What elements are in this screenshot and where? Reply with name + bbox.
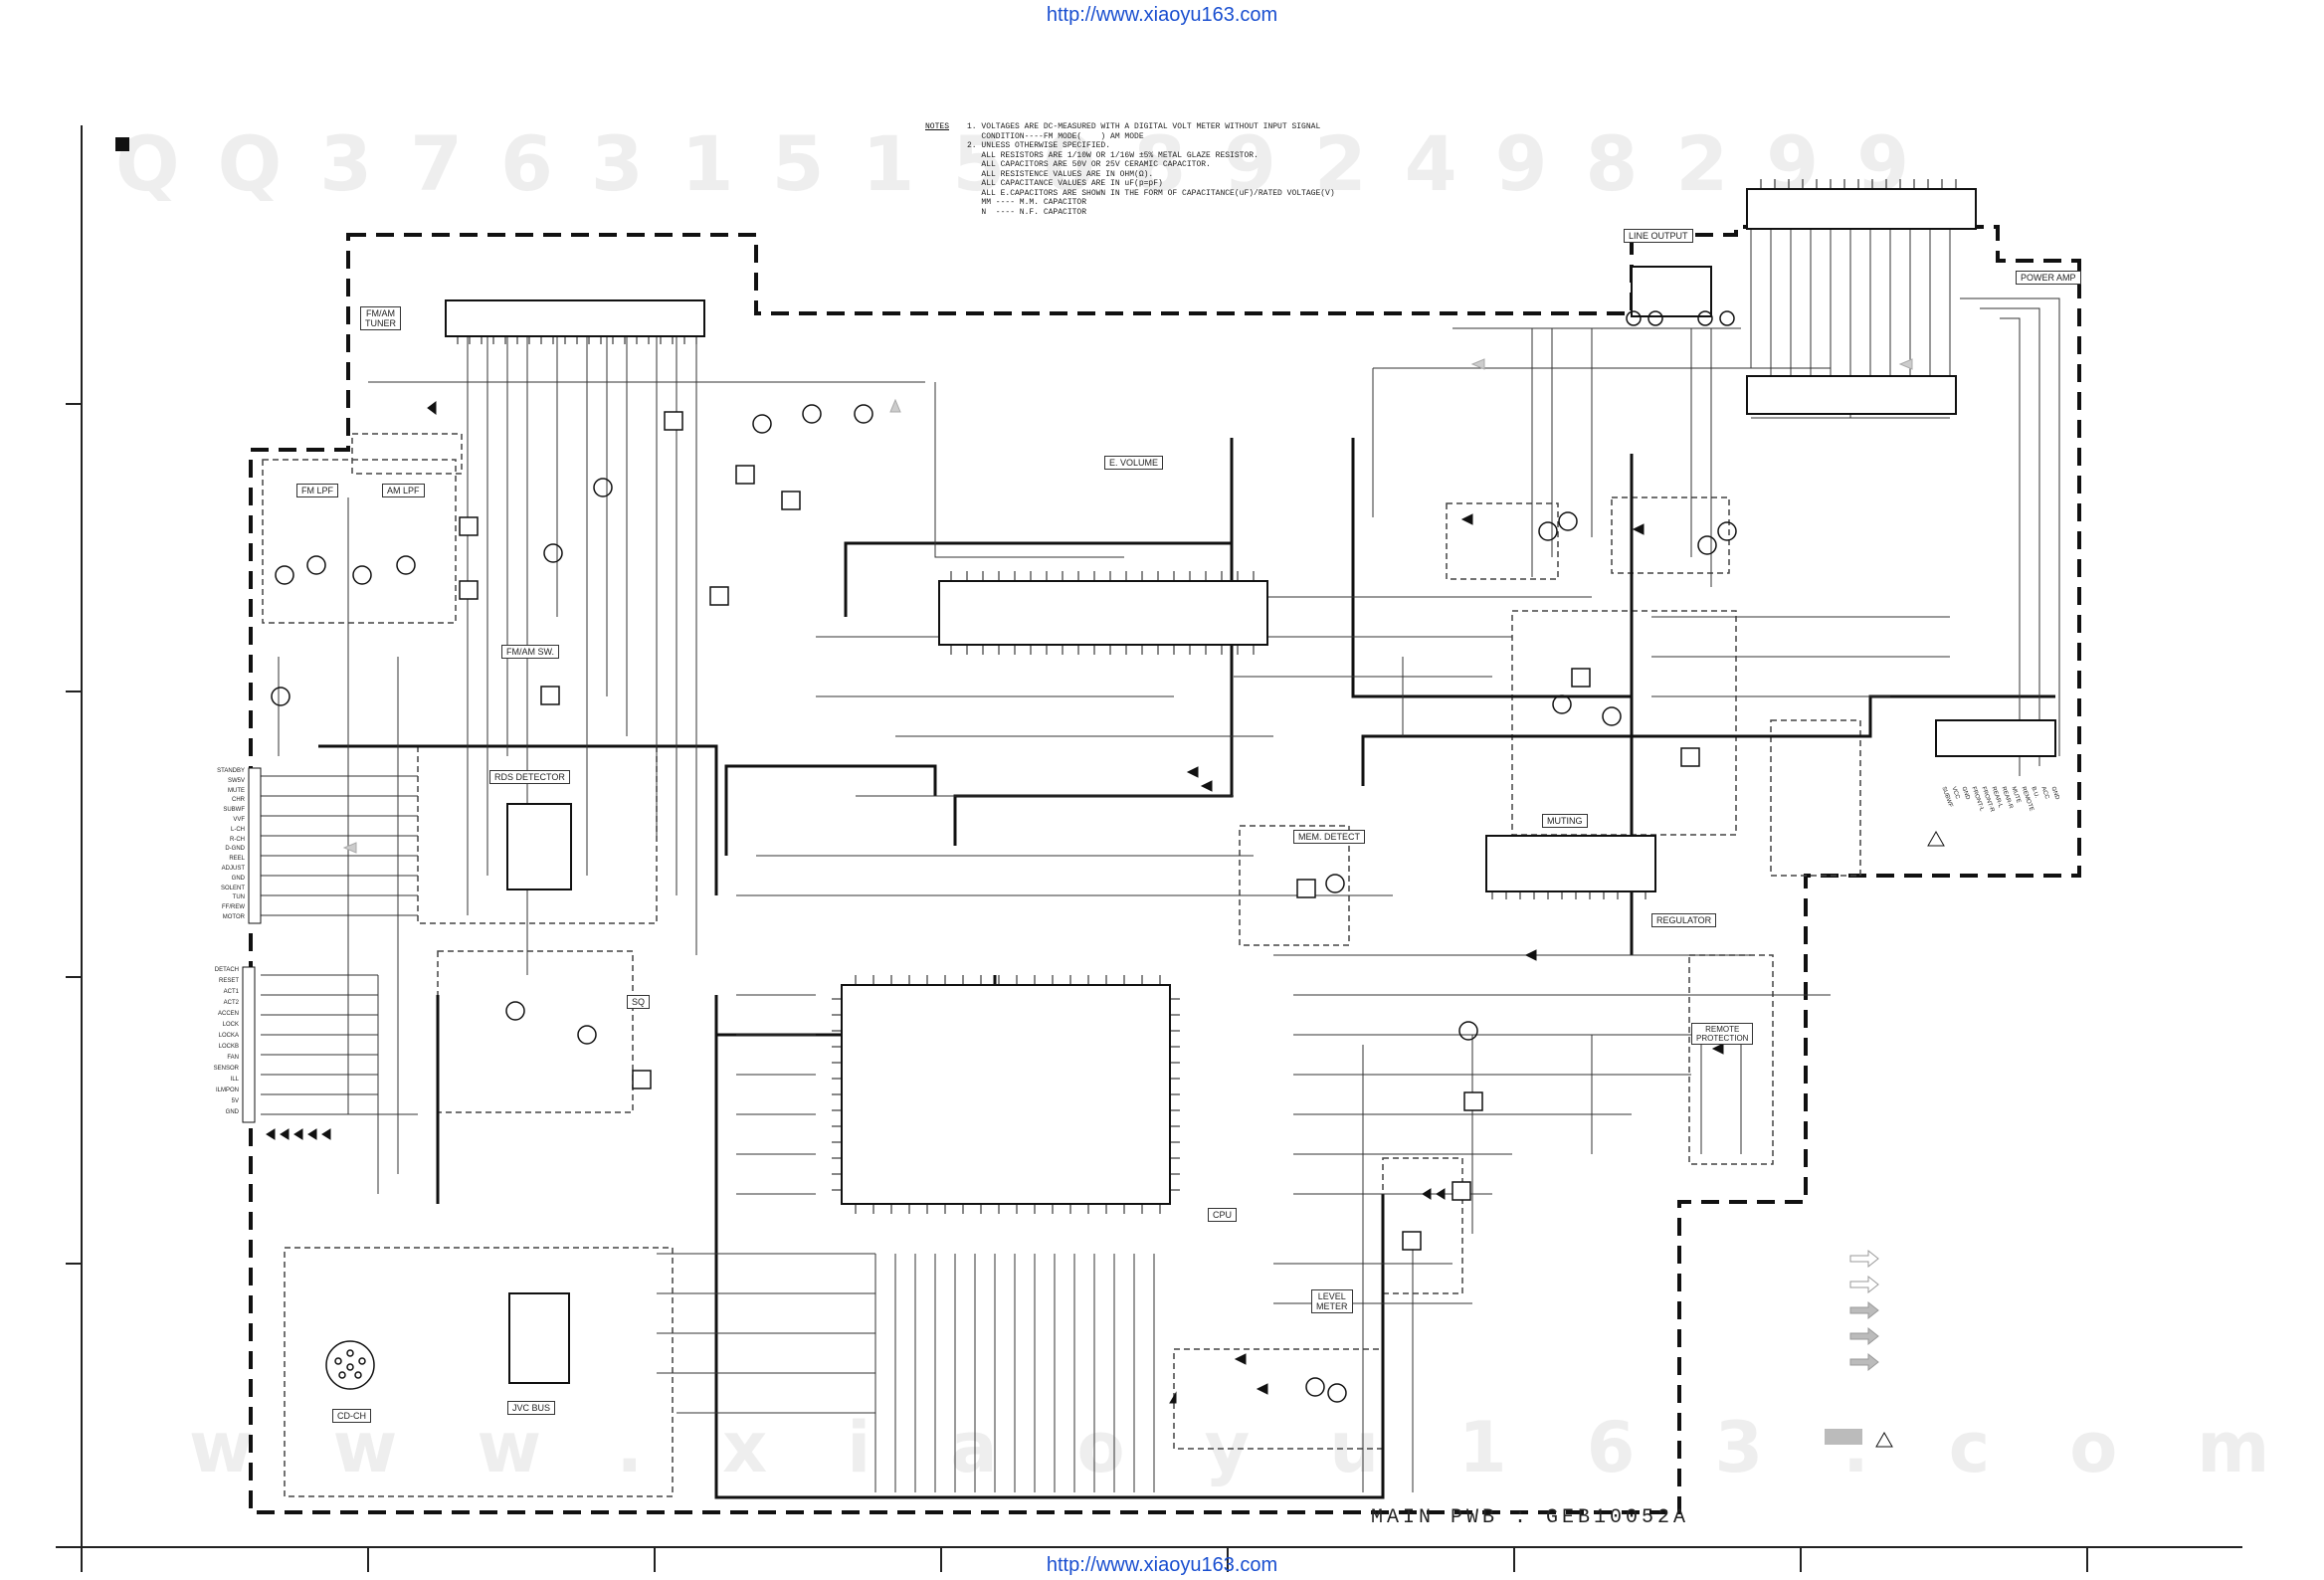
connector-pin-label: ACT2 <box>223 1000 239 1006</box>
connector-pin-label: DETACH <box>214 967 239 973</box>
connector-pin-label: RESET <box>218 978 239 984</box>
cpu-ic <box>841 984 1171 1205</box>
right-connector <box>1935 719 2056 757</box>
connector-pin-label: ILL <box>230 1077 239 1083</box>
notes-line: ALL RESISTORS ARE 1/10W OR 1/16W ±5% MET… <box>967 150 1259 160</box>
connector-pin-label: REEL <box>229 856 245 863</box>
header-url[interactable]: http://www.xiaoyu163.com <box>1046 4 1278 26</box>
connector-pin-label: ADJUST <box>221 866 245 872</box>
label-cpu: CPU <box>1208 1208 1238 1222</box>
power-amp-block <box>1746 375 1957 415</box>
wiring <box>261 229 2060 1492</box>
label-mem-detect: MEM. DETECT <box>1293 830 1365 844</box>
connector-pin-label: STANDBY <box>217 768 245 774</box>
connector-pin-label: LOCKB <box>218 1044 239 1050</box>
label-power-amp: POWER AMP <box>2016 271 2081 285</box>
regulator-ic <box>1485 835 1656 892</box>
power-amp-connector <box>1746 188 1977 230</box>
small-ics <box>459 411 1700 1251</box>
notes-line: ALL E.CAPACITORS ARE SHOWN IN THE FORM O… <box>967 188 1335 198</box>
label-e-volume: E. VOLUME <box>1104 456 1164 470</box>
label-fm-am-sw: FM/AM SW. <box>501 645 559 659</box>
line-output-jack <box>1631 266 1712 317</box>
pwb-outline <box>249 225 2081 1514</box>
label-am-lpf: AM LPF <box>382 484 425 497</box>
notes-line: MM ---- M.M. CAPACITOR <box>967 198 1087 207</box>
diodes <box>266 401 1724 1404</box>
legend-arrows <box>1825 830 1945 1448</box>
label-jvc-bus: JVC BUS <box>507 1401 556 1415</box>
connector-pin-label: SENSOR <box>213 1066 239 1072</box>
label-regulator: REGULATOR <box>1651 913 1717 927</box>
label-cd-ch: CD-CH <box>332 1409 371 1423</box>
ic-packages <box>445 188 2056 1384</box>
tuner-connector <box>445 299 705 337</box>
connector-pin-label: ACCEN <box>217 1011 239 1017</box>
ic-pins <box>457 179 1957 1214</box>
notes-text: 1. VOLTAGES ARE DC-MEASURED WITH A DIGIT… <box>967 122 1335 217</box>
notes-line: ALL RESISTENCE VALUES ARE IN OHM(Ω). <box>967 169 1154 179</box>
connector-pin-label: SW5V <box>227 777 245 784</box>
line-output-jacks <box>1626 310 1735 326</box>
notes-line: N ---- N.F. CAPACITOR <box>967 207 1087 217</box>
label-fm-lpf: FM LPF <box>296 484 339 497</box>
footer-url[interactable]: http://www.xiaoyu163.com <box>1046 1554 1278 1576</box>
connector-pin-label: CHR <box>232 797 245 804</box>
section-marker <box>115 137 129 151</box>
notes-line: 2. UNLESS OTHERWISE SPECIFIED. <box>967 141 1111 150</box>
jvc-bus-ic <box>508 1292 570 1384</box>
left-connector-pins <box>242 767 262 1123</box>
label-sq: SQ <box>627 995 651 1009</box>
label-fm-am-tuner: FM/AM TUNER <box>360 306 401 330</box>
connector-pin-label: ILMPON <box>215 1087 239 1093</box>
connector-pin-label: R-CH <box>230 836 245 843</box>
connector-pin-label: MOTOR <box>222 914 245 920</box>
connector-pin-label: D-GND <box>225 846 245 853</box>
notes-line: CONDITION----FM MODE( ) AM MODE <box>967 131 1144 141</box>
transistors <box>271 404 1737 1403</box>
connector-pin-label: LOCK <box>222 1022 239 1028</box>
connector-pin-label: GND <box>231 875 245 882</box>
connector-pin-label: L-CH <box>230 826 245 833</box>
e-volume-ic <box>938 580 1268 646</box>
connector-pin-label: 5V <box>231 1098 239 1104</box>
label-rds-detector: RDS DETECTOR <box>489 770 570 784</box>
connector-pin-label: TUN <box>232 894 245 901</box>
notes-line: ALL CAPACITORS ARE 50V OR 25V CERAMIC CA… <box>967 160 1211 169</box>
notes-line: ALL CAPACITANCE VALUES ARE IN uF(p=pF) <box>967 179 1163 188</box>
title-block: MAIN PWB : GEB10052A <box>1371 1506 1690 1529</box>
label-muting: MUTING <box>1542 814 1588 828</box>
signal-arrows <box>342 358 1913 854</box>
connector-pin-label: VVF <box>233 817 245 823</box>
notes-line: 1. VOLTAGES ARE DC-MEASURED WITH A DIGIT… <box>967 122 1321 131</box>
connector-pin-label: LOCKA <box>218 1033 239 1039</box>
cd-ch-connector <box>325 1340 375 1390</box>
connector-pin-label: ACT1 <box>223 989 239 995</box>
label-line-output: LINE OUTPUT <box>1624 229 1693 243</box>
connector-pin-label: MUTE <box>228 787 245 794</box>
connector-pin-label: FAN <box>227 1055 239 1061</box>
connector-pin-label: SUBWF <box>223 807 245 814</box>
connector-pin-label: SOLENT <box>220 885 245 891</box>
connector-pin-label: GND <box>225 1109 239 1115</box>
label-level-meter: LEVEL METER <box>1311 1289 1353 1313</box>
rds-ic <box>506 803 572 890</box>
connector-pin-label: FF/REW <box>222 904 245 911</box>
notes-heading: NOTES <box>925 122 950 131</box>
label-remote-protection: REMOTE PROTECTION <box>1691 1023 1754 1045</box>
frame <box>56 125 2242 1572</box>
